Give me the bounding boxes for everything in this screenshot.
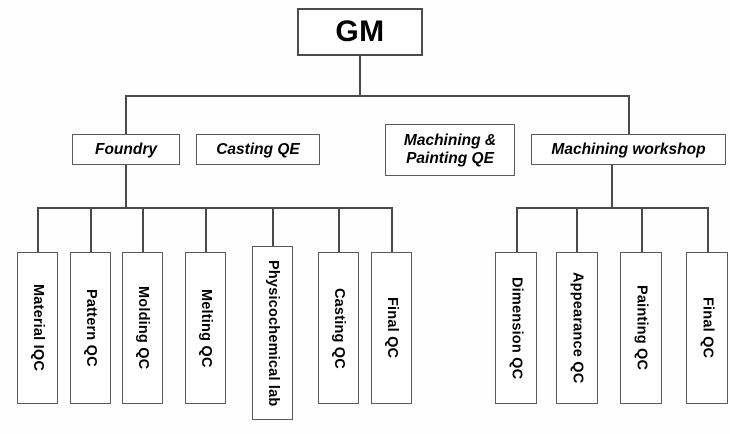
node-final-qc-machining-label: Final QC <box>699 297 716 359</box>
node-dimension-qc-label: Dimension QC <box>508 276 525 380</box>
node-machining-painting-qe-label-line2: Painting QE <box>406 150 494 167</box>
node-foundry[interactable]: Foundry <box>72 134 180 165</box>
connector-machining-to-dimension-qc <box>516 207 518 253</box>
connector-machining-to-painting-qc <box>641 207 643 253</box>
node-final-qc-foundry-label: Final QC <box>383 297 400 359</box>
node-gm[interactable]: GM <box>297 8 423 56</box>
node-melting-qc[interactable]: Melting QC <box>185 252 226 404</box>
node-foundry-label: Foundry <box>95 140 157 158</box>
node-casting-qc-label: Casting QC <box>330 287 347 369</box>
node-appearance-qc-label: Appearance QC <box>569 272 586 384</box>
connector-gm-stem <box>359 56 361 96</box>
node-casting-qe[interactable]: Casting QE <box>196 134 320 165</box>
connector-foundry-to-molding-qc <box>142 207 144 253</box>
connector-gm-to-machining-workshop <box>628 95 630 134</box>
connector-machining-workshop-stem <box>611 165 613 208</box>
node-material-iqc-label: Material IQC <box>29 284 46 372</box>
node-casting-qc[interactable]: Casting QC <box>318 252 359 404</box>
node-painting-qc[interactable]: Painting QC <box>620 252 662 404</box>
node-final-qc-machining[interactable]: Final QC <box>686 252 728 404</box>
node-machining-workshop[interactable]: Machining workshop <box>531 134 726 165</box>
node-molding-qc-label: Molding QC <box>134 286 151 370</box>
node-machining-painting-qe[interactable]: Machining & Painting QE <box>385 124 515 176</box>
connector-foundry-to-pattern-qc <box>90 207 92 253</box>
connector-gm-bus <box>125 95 629 97</box>
node-painting-qc-label: Painting QC <box>633 285 650 371</box>
node-final-qc-foundry[interactable]: Final QC <box>371 252 412 404</box>
connector-foundry-stem <box>125 165 127 208</box>
node-pattern-qc-label: Pattern QC <box>82 289 99 367</box>
connector-foundry-to-material-iqc <box>37 207 39 253</box>
node-pattern-qc[interactable]: Pattern QC <box>70 252 111 404</box>
connector-machining-to-final-qc <box>707 207 709 253</box>
node-melting-qc-label: Melting QC <box>197 288 214 368</box>
node-physicochemical-lab-label: Physicochemical lab <box>264 259 281 407</box>
node-molding-qc[interactable]: Molding QC <box>122 252 163 404</box>
connector-foundry-to-final-qc <box>391 207 393 253</box>
connector-gm-to-foundry <box>125 95 127 134</box>
connector-machining-workshop-bus <box>516 207 707 209</box>
connector-foundry-to-melting-qc <box>205 207 207 253</box>
node-material-iqc[interactable]: Material IQC <box>17 252 58 404</box>
connector-machining-to-appearance-qc <box>576 207 578 253</box>
node-dimension-qc[interactable]: Dimension QC <box>495 252 537 404</box>
connector-foundry-to-casting-qc <box>338 207 340 253</box>
node-machining-painting-qe-label-line1: Machining & <box>403 132 497 150</box>
node-appearance-qc[interactable]: Appearance QC <box>556 252 598 404</box>
node-machining-workshop-label: Machining workshop <box>551 140 706 158</box>
node-physicochemical-lab[interactable]: Physicochemical lab <box>252 246 293 420</box>
connector-foundry-to-physicochemical-lab <box>272 207 274 247</box>
node-casting-qe-label: Casting QE <box>216 140 300 158</box>
node-gm-label: GM <box>335 15 385 48</box>
connector-foundry-bus <box>37 207 391 209</box>
